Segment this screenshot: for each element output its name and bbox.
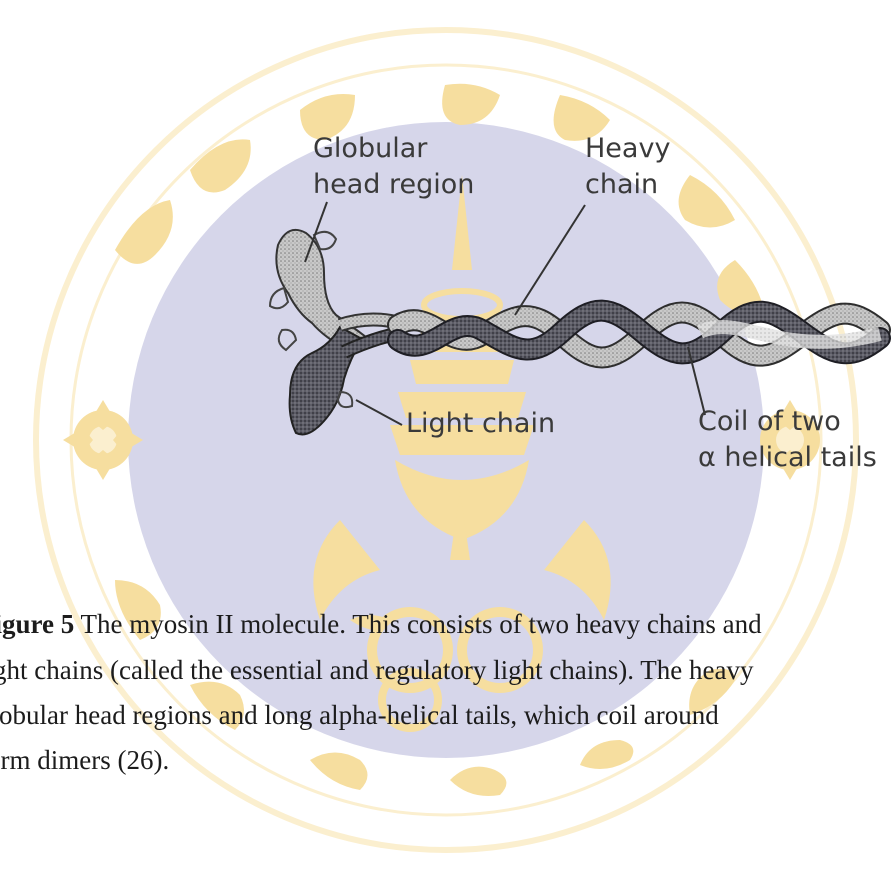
caption-line-1-text: The myosin II molecule. This consists of… [74, 609, 761, 639]
label-globular-head-line2: head region [313, 168, 474, 202]
figure-label: Figure 5 [0, 609, 74, 639]
caption-line-3: globular head regions and long alpha-hel… [0, 699, 719, 731]
label-globular-head-line1: Globular [313, 132, 427, 166]
label-coil-line1: Coil of two [698, 405, 841, 439]
label-light-chain: Light chain [406, 407, 555, 441]
label-heavy-chain-line2: chain [585, 168, 658, 202]
caption-line-4: form dimers (26). [0, 744, 169, 776]
label-coil-line2: α helical tails [698, 441, 877, 475]
figure-caption: Figure 5 The myosin II molecule. This co… [0, 597, 893, 887]
caption-line-1: Figure 5 The myosin II molecule. This co… [0, 608, 762, 640]
caption-line-2: light chains (called the essential and r… [0, 654, 754, 686]
label-heavy-chain-line1: Heavy [585, 132, 670, 166]
